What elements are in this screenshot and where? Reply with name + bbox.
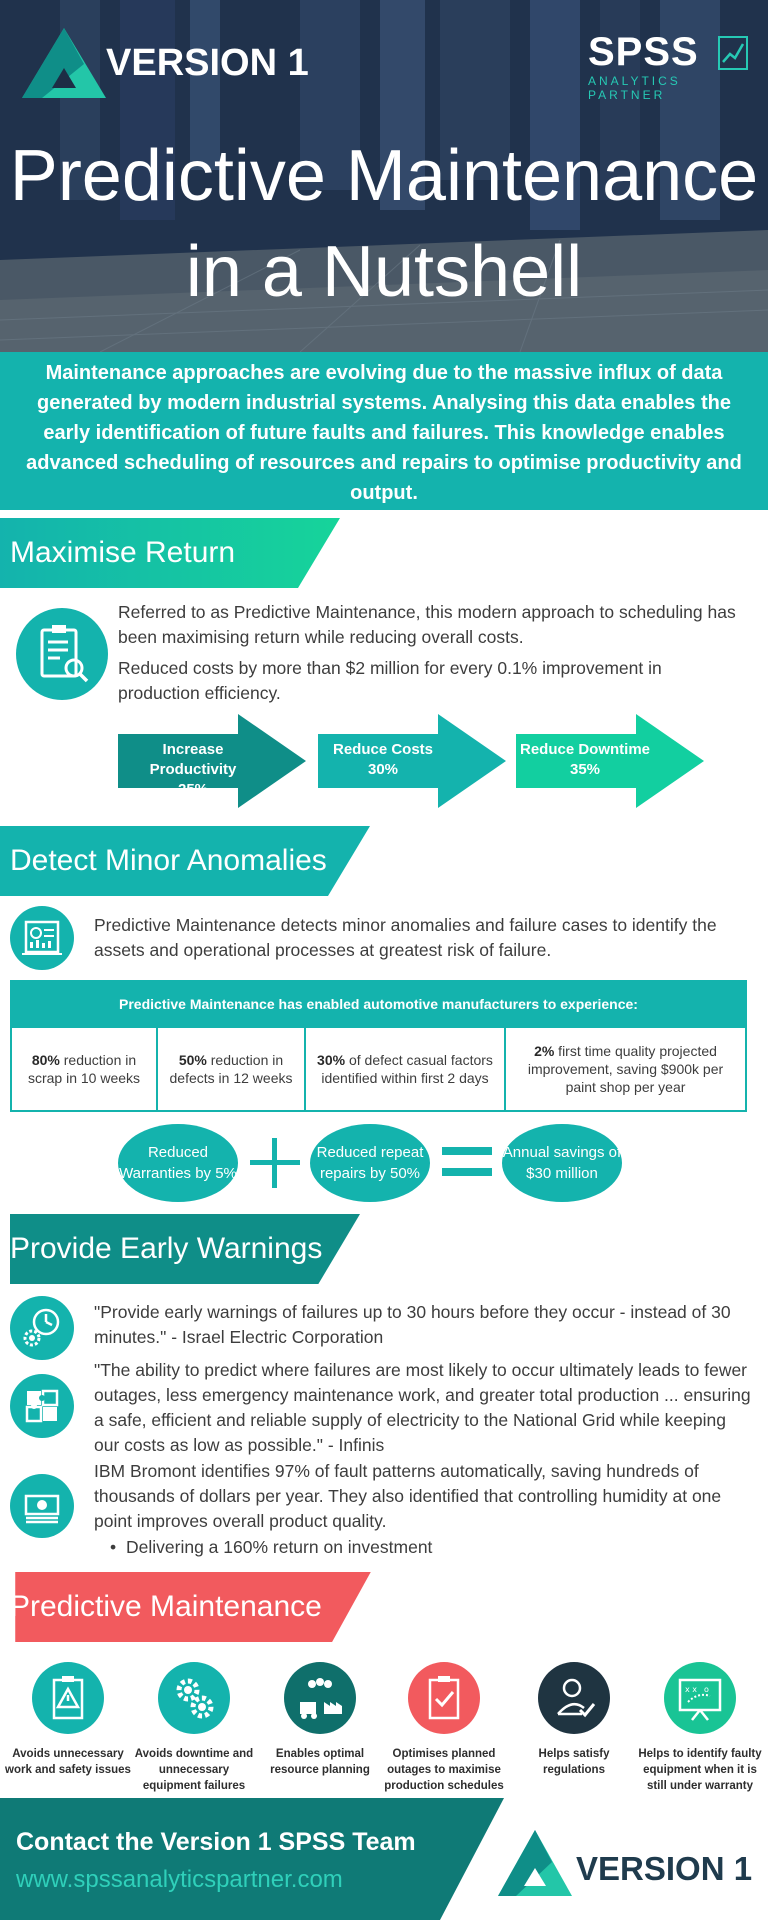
section-header-maximise-return: Maximise Return <box>0 518 340 588</box>
section-title: Predictive Maintenance <box>10 1590 322 1623</box>
page-title-line2: in a Nutshell <box>185 232 583 312</box>
benefit-regulations: Helps satisfy regulations <box>510 1662 638 1778</box>
page-title: Predictive Maintenance in a Nutshell <box>0 128 768 320</box>
oval-reduced-warranties: Reduced Warranties by 5% <box>118 1124 238 1202</box>
footer-logo-text: VERSION 1 <box>576 1850 753 1887</box>
warnings-quote-2: "The ability to predict where failures a… <box>94 1360 751 1455</box>
arrow-increase-productivity: Increase Productivity 25% <box>118 714 306 808</box>
contact-heading: Contact the Version 1 SPSS Team <box>16 1828 416 1856</box>
section-header-shape <box>15 1572 371 1642</box>
results-table-cell: 80% reduction in scrap in 10 weeks <box>12 1028 158 1110</box>
benefit-label: Avoids unnecessary work and safety issue… <box>5 1748 131 1776</box>
section-header-shape <box>0 826 370 896</box>
cell-value: 30% <box>317 1052 346 1068</box>
section-title: Provide Early Warnings <box>10 1232 323 1265</box>
cell-value: 80% <box>31 1052 60 1068</box>
resource-planning-icon <box>284 1662 356 1734</box>
oval-annual-savings: Annual savings of $30 million <box>502 1124 622 1202</box>
warnings-bullet-roi: Delivering a 160% return on investment <box>110 1535 746 1560</box>
section-header-detect-anomalies: Detect Minor Anomalies <box>0 826 370 896</box>
anomalies-paragraph: Predictive Maintenance detects minor ano… <box>94 915 717 960</box>
arrow-value: 35% <box>569 761 601 778</box>
section-header-predictive-maintenance: Predictive Maintenance <box>0 1572 386 1642</box>
clipboard-search-icon <box>16 608 108 700</box>
triangle-logo-icon <box>498 1830 572 1896</box>
cell-value: 2% <box>534 1043 555 1059</box>
chart-trend-icon <box>718 36 748 70</box>
warnings-paragraph-3: IBM Bromont identifies 97% of fault patt… <box>94 1461 722 1531</box>
triangle-logo-icon <box>22 28 106 98</box>
benefit-label: Enables optimal resource planning <box>270 1748 370 1776</box>
arrow-label: Reduce Downtime <box>519 741 651 758</box>
benefit-label: Avoids downtime and unnecessary equipmen… <box>134 1748 254 1792</box>
results-table-cell: 50% reduction in defects in 12 weeks <box>158 1028 306 1110</box>
results-table: Predictive Maintenance has enabled autom… <box>10 980 747 1112</box>
user-check-icon <box>538 1662 610 1734</box>
benefit-label: Optimises planned outages to maximise pr… <box>384 1748 504 1792</box>
warning-clipboard-icon <box>32 1662 104 1734</box>
cell-value: 50% <box>178 1052 207 1068</box>
arrow-reduce-downtime: Reduce Downtime 35% <box>516 714 704 808</box>
benefit-label: Helps to identify faulty equipment when … <box>638 1748 762 1792</box>
plus-icon-vertical <box>272 1138 277 1188</box>
cell-text: reduction in defects in 12 weeks <box>169 1052 293 1086</box>
benefit-avoid-downtime: Avoids downtime and unnecessary equipmen… <box>130 1662 258 1794</box>
money-stack-icon <box>10 1474 74 1538</box>
section-title: Maximise Return <box>10 536 236 569</box>
results-table-cell: 30% of defect casual factors identified … <box>306 1028 506 1110</box>
spss-logo-text: SPSS <box>588 30 699 74</box>
arrow-label: Increase Productivity <box>149 741 237 778</box>
hero-banner: VERSION 1 SPSS ANALYTICS PARTNER Predict… <box>0 0 768 352</box>
clock-gears-icon <box>10 1296 74 1360</box>
section-header-early-warnings: Provide Early Warnings <box>0 1214 370 1284</box>
equals-icon <box>442 1147 492 1155</box>
dashboard-report-icon <box>10 906 74 970</box>
results-table-cell: 2% first time quality projected improvem… <box>506 1028 745 1110</box>
oval-reduced-repeat-repairs: Reduced repeat repairs by 50% <box>310 1124 430 1202</box>
page-title-line1: Predictive Maintenance <box>9 136 759 216</box>
arrow-label: Reduce Costs <box>332 741 434 758</box>
section-title: Detect Minor Anomalies <box>10 844 327 877</box>
svg-text:o: o <box>704 1685 709 1694</box>
cell-text: of defect casual factors identified with… <box>321 1052 493 1086</box>
benefit-resource-planning: Enables optimal resource planning <box>256 1662 384 1778</box>
version1-logo-text: VERSION 1 <box>106 41 309 84</box>
section-header-shape <box>10 1214 360 1284</box>
arrow-value: 25% <box>177 781 209 798</box>
website-link[interactable]: www.spssanalyticspartner.com <box>16 1866 343 1893</box>
section-header-shape <box>0 518 340 588</box>
benefit-faulty-equipment: x x o Helps to identify faulty equipment… <box>636 1662 764 1794</box>
spss-logo: SPSS ANALYTICS PARTNER <box>588 30 748 102</box>
strategy-board-icon: x x o <box>664 1662 736 1734</box>
cell-text: reduction in scrap in 10 weeks <box>27 1052 141 1086</box>
benefit-avoid-work-safety: Avoids unnecessary work and safety issue… <box>4 1662 132 1778</box>
checklist-icon <box>408 1662 480 1734</box>
spss-tagline: ANALYTICS PARTNER <box>588 74 681 102</box>
puzzle-icon <box>10 1374 74 1438</box>
return-paragraph-2: Reduced costs by more than $2 million fo… <box>118 658 662 703</box>
footer-version1-logo: VERSION 1 <box>496 1828 756 1908</box>
gears-icon <box>158 1662 230 1734</box>
footer-shape <box>0 1798 504 1920</box>
city-skyline-background <box>0 0 768 352</box>
cell-text: first time quality projected improvement… <box>527 1043 724 1095</box>
equals-icon-lower <box>442 1168 492 1176</box>
svg-text:x x: x x <box>685 1685 697 1694</box>
intro-banner: Maintenance approaches are evolving due … <box>0 352 768 510</box>
results-table-header: Predictive Maintenance has enabled autom… <box>10 980 747 1028</box>
warnings-quote-1: "Provide early warnings of failures up t… <box>94 1302 731 1347</box>
version1-logo: VERSION 1 <box>18 24 309 102</box>
benefit-label: Helps satisfy regulations <box>538 1748 610 1776</box>
return-paragraph-1: Referred to as Predictive Maintenance, t… <box>118 602 736 647</box>
arrow-value: 30% <box>367 761 399 778</box>
benefit-optimise-outages: Optimises planned outages to maximise pr… <box>380 1662 508 1794</box>
results-table-row: 80% reduction in scrap in 10 weeks 50% r… <box>10 1028 747 1112</box>
arrow-reduce-costs: Reduce Costs 30% <box>318 714 506 808</box>
footer: Contact the Version 1 SPSS Team www.spss… <box>0 1798 768 1920</box>
